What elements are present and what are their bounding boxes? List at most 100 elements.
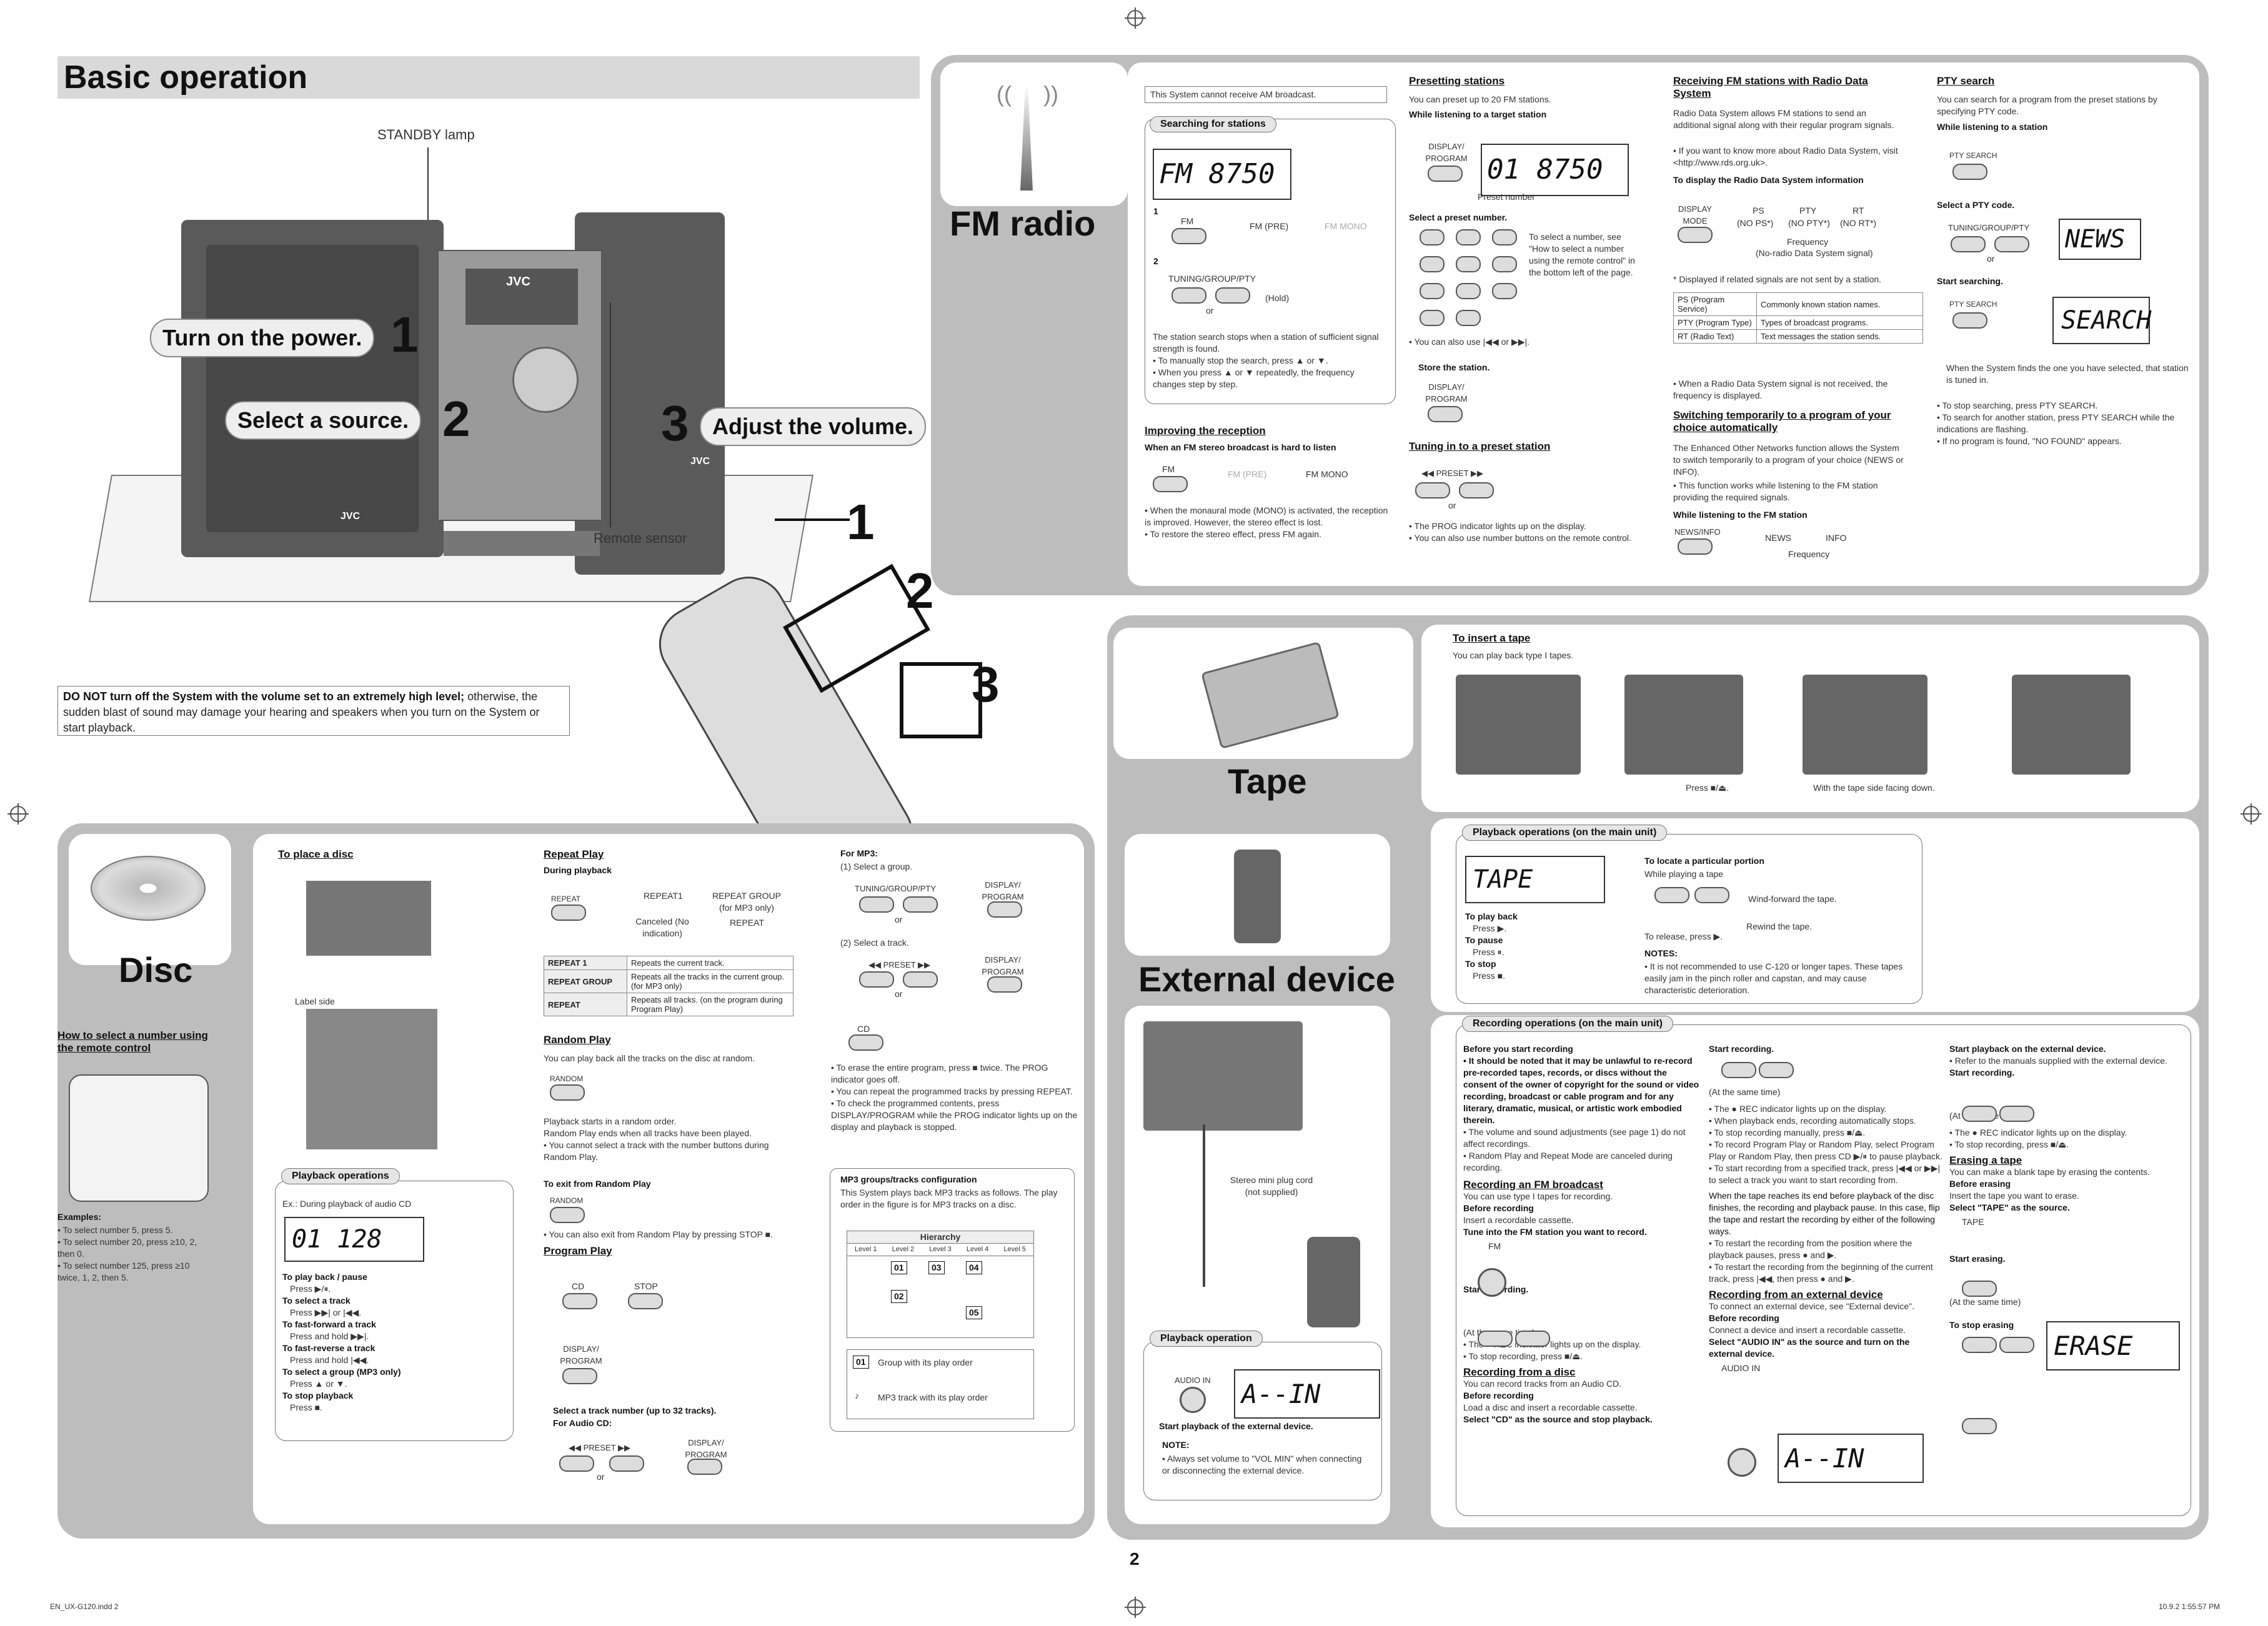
fm-button[interactable]	[1171, 228, 1206, 244]
start-search-label: Start searching.	[1937, 276, 2003, 286]
table-cell: Commonly known station names.	[1756, 292, 1923, 316]
erase-play-button[interactable]	[1999, 1337, 2034, 1353]
ext-unit-image	[1143, 1021, 1303, 1131]
preset-label-mp3: ◀◀ PRESET ▶▶	[868, 960, 930, 969]
key-10plus[interactable]	[1456, 310, 1481, 326]
frequency-label: Frequency	[1787, 237, 1829, 247]
erase-rec-button[interactable]	[1962, 1337, 1997, 1353]
rec-button-2[interactable]	[1721, 1062, 1756, 1078]
display-program-button[interactable]	[1428, 166, 1463, 182]
display-program-button-6[interactable]	[987, 976, 1022, 993]
key-8[interactable]	[1456, 283, 1481, 299]
preset-prev-button[interactable]	[1415, 482, 1450, 498]
tuning-up-button[interactable]	[1215, 287, 1250, 304]
insert-erase-text: Insert the tape you want to erase.	[1949, 1191, 2079, 1201]
disc-controls: To play back / pause Press ▶/⏸. To selec…	[282, 1271, 501, 1414]
preset-prev-button-disc[interactable]	[559, 1455, 594, 1472]
erasing-desc: You can make a blank tape by erasing the…	[1949, 1167, 2150, 1177]
pty-notes: • To stop searching, press PTY SEARCH. •…	[1937, 400, 2187, 447]
key-1[interactable]	[1420, 229, 1445, 245]
rec-track-text: • To start recording from a specified tr…	[1709, 1163, 1941, 1185]
preset-next-button-mp3[interactable]	[903, 971, 938, 988]
key-7[interactable]	[1420, 283, 1445, 299]
sel-track-label: To select a track	[282, 1296, 351, 1306]
same-time-label-2: (At the same time)	[1709, 1087, 1781, 1097]
rds-not-line: • When a Radio Data System signal is not…	[1673, 379, 1888, 400]
stop-eject-button[interactable]	[1962, 1418, 1997, 1434]
before-recording-label-3: Before recording	[1709, 1313, 1779, 1323]
display-program-button-3[interactable]	[562, 1368, 597, 1384]
play-button-rec-3[interactable]	[1999, 1106, 2034, 1122]
stop-rec-text-3: • To stop recording, press ■/⏏.	[1949, 1139, 2069, 1149]
preset-next-button[interactable]	[1459, 482, 1494, 498]
display-program-button-5[interactable]	[987, 901, 1022, 918]
fm-step2: 2	[1153, 256, 1158, 266]
display-program-button-2[interactable]	[1428, 406, 1463, 422]
pty-search-button[interactable]	[1952, 164, 1987, 180]
tuning-label: TUNING/GROUP/PTY	[1168, 274, 1256, 284]
group-down-button[interactable]	[859, 896, 894, 913]
pty-up-button[interactable]	[1994, 236, 2029, 252]
cord-caption: Stereo mini plug cord (not supplied)	[1230, 1175, 1313, 1197]
key-2[interactable]	[1456, 229, 1481, 245]
stop-search-line: • To stop searching, press PTY SEARCH.	[1937, 400, 2098, 410]
cd-button[interactable]	[562, 1293, 597, 1309]
play-button-rec[interactable]	[1515, 1331, 1550, 1347]
remote-number-2: 2	[906, 563, 934, 618]
news-info-button[interactable]	[1678, 538, 1713, 555]
rds-web: • If you want to know more about Radio D…	[1673, 146, 1898, 167]
key-9[interactable]	[1492, 283, 1517, 299]
rec-button[interactable]	[1478, 1331, 1513, 1347]
press-eject-caption: Press ■/⏏.	[1686, 783, 1729, 793]
unlawful-text: • It should be noted that it may be unla…	[1463, 1056, 1699, 1125]
table-cell: PTY (Program Type)	[1673, 315, 1757, 330]
pty-search-button-2[interactable]	[1952, 312, 1987, 329]
pty-down-button[interactable]	[1951, 236, 1986, 252]
group-02: 02	[891, 1290, 907, 1303]
table-row: PS (Program Service)Commonly known stati…	[1673, 292, 1923, 316]
random-button[interactable]	[550, 1084, 585, 1101]
audio-in-button[interactable]	[1728, 1448, 1756, 1477]
start-erasing-label: Start erasing.	[1949, 1254, 2006, 1264]
table-cell: REPEAT 1	[544, 956, 627, 970]
level-4: Level 4	[966, 1246, 989, 1253]
audio-in-label-rec: AUDIO IN	[1721, 1363, 1761, 1373]
tape-button[interactable]	[1962, 1281, 1997, 1297]
num-buttons-line: • You can also use number buttons on the…	[1409, 533, 1631, 543]
no-am-notice: This System cannot receive AM broadcast.	[1145, 86, 1387, 103]
repeat-btn-label: REPEAT	[551, 895, 581, 903]
ps-label: PS	[1753, 206, 1764, 216]
start-playback-ext-label: Start playback on the external device.	[1949, 1044, 2106, 1054]
stop-button[interactable]	[628, 1293, 663, 1309]
tape-step-image-4	[2012, 675, 2131, 775]
while-fm-label: While listening to the FM station	[1673, 510, 1808, 520]
cd-button-4[interactable]	[848, 1034, 883, 1051]
fast-forward-button[interactable]	[1694, 887, 1729, 903]
play-button-rec-2[interactable]	[1759, 1062, 1794, 1078]
restart1-text: • To restart the recording from the posi…	[1709, 1238, 1912, 1260]
sel-group-label: To select a group (MP3 only)	[282, 1367, 401, 1377]
key-6[interactable]	[1492, 256, 1517, 272]
preset-next-button-disc[interactable]	[609, 1455, 644, 1472]
rewind-button[interactable]	[1654, 887, 1689, 903]
random-button-2[interactable]	[550, 1207, 585, 1223]
key-3[interactable]	[1492, 229, 1517, 245]
display-program-button-4[interactable]	[687, 1459, 722, 1475]
preset-prev-button-mp3[interactable]	[859, 971, 894, 988]
key-4[interactable]	[1420, 256, 1445, 272]
tuning-down-button[interactable]	[1171, 287, 1206, 304]
key-0[interactable]	[1420, 310, 1445, 326]
switching-heading: Switching temporarily to a program of yo…	[1673, 409, 1891, 434]
display-mode-button[interactable]	[1678, 227, 1713, 243]
exit-random-label: To exit from Random Play	[544, 1179, 651, 1189]
group-up-button[interactable]	[903, 896, 938, 913]
ext-audio-in-button[interactable]	[1180, 1387, 1206, 1413]
repeat-button[interactable]	[551, 905, 586, 921]
rec-button-3[interactable]	[1962, 1106, 1997, 1122]
during-label: During playback	[544, 865, 612, 875]
fm-button-2[interactable]	[1153, 476, 1188, 492]
key-5[interactable]	[1456, 256, 1481, 272]
fm-round-button[interactable]	[1478, 1268, 1506, 1297]
hierarchy-table: Hierarchy Level 1 Level 2 Level 3 Level …	[847, 1231, 1034, 1338]
